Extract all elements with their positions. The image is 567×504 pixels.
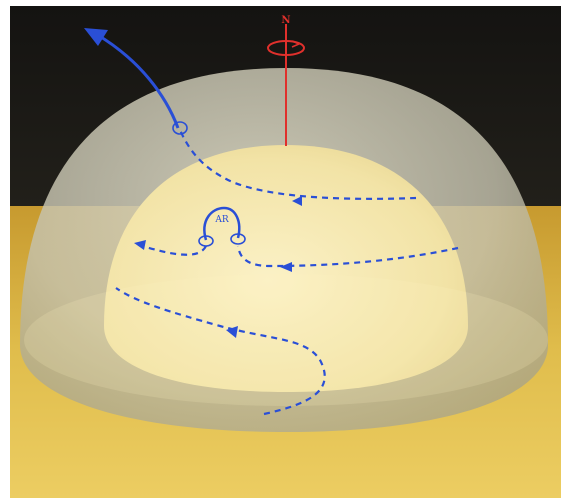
open-field-arrow-icon: [84, 28, 108, 46]
open-field-line: [95, 32, 180, 129]
middle-right-flow-arrow-icon: [280, 262, 292, 272]
middle-left-flow-line: [135, 242, 207, 256]
middle-left-flow-arrow-icon: [134, 240, 146, 250]
footpoint-oval-icon: [172, 121, 188, 135]
upper-flow-arrow-icon: [292, 196, 302, 206]
active-region-loop: [203, 206, 241, 241]
rotation-arrow-icon: [291, 40, 301, 48]
lower-flow-arrow-icon: [226, 326, 238, 338]
north-label: N: [281, 15, 290, 26]
rotation-marker-icon: [267, 40, 305, 56]
active-region-label: AR: [214, 215, 228, 225]
upper-flow-line: [178, 129, 417, 200]
ar-footpoint-right-icon: [230, 233, 246, 245]
lower-flow-line: [115, 287, 326, 416]
